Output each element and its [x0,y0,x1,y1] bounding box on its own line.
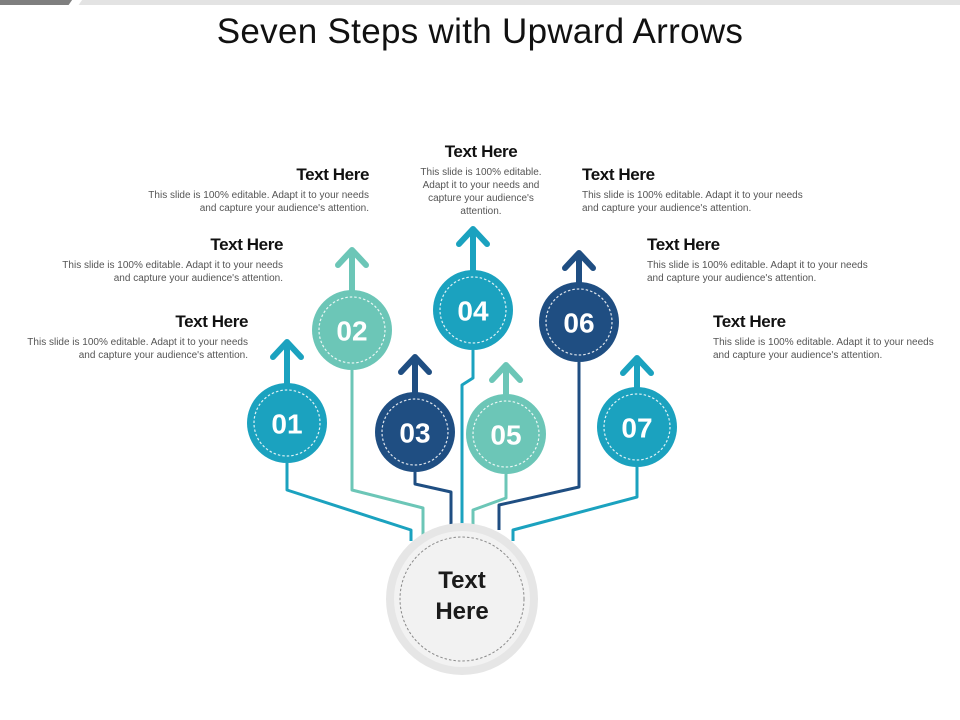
callout-step-06: Text Here This slide is 100% editable. A… [647,235,887,285]
callout-step-02: Text Here This slide is 100% editable. A… [43,235,283,285]
step-node-06: 06 [539,282,619,362]
step-node-07: 07 [597,387,677,467]
callout-step-03: Text Here This slide is 100% editable. A… [129,165,369,215]
step-circle [312,290,392,370]
callout-body: This slide is 100% editable. Adapt it to… [420,167,542,217]
step-number: 02 [336,316,367,347]
callout-heading: Text Here [582,165,655,184]
step-node-01: 01 [247,383,327,463]
step-number: 05 [490,420,521,451]
step-dashed-ring [381,398,449,466]
step-number: 07 [621,413,652,444]
arrow-up-icon [270,339,304,360]
callout-step-05: Text Here This slide is 100% editable. A… [582,165,822,215]
callout-step-07: Text Here This slide is 100% editable. A… [713,312,953,362]
step-number: 04 [457,296,489,327]
connector-line [350,370,425,535]
step-node-04: 04 [433,270,513,350]
arrow-up-icon [489,362,523,383]
step-dashed-ring [472,400,540,468]
step-node-03: 03 [375,392,455,472]
arrow-up-icon [335,247,369,268]
step-node-02: 02 [312,290,392,370]
callout-heading: Text Here [175,312,248,331]
callout-body: This slide is 100% editable. Adapt it to… [582,190,803,214]
step-circle [466,394,546,474]
callout-step-01: Text Here This slide is 100% editable. A… [8,312,248,362]
connector-line [471,474,508,526]
step-dashed-ring [545,288,613,356]
connector-line [285,463,413,541]
connector-line [497,362,581,530]
step-circle [375,392,455,472]
hub-inner-circle [394,531,530,667]
step-dashed-ring [253,389,321,457]
connector-line [511,467,639,541]
slide-title: Seven Steps with Upward Arrows [216,12,744,51]
callout-body: This slide is 100% editable. Adapt it to… [713,337,934,361]
step-node-05: 05 [466,394,546,474]
callout-body: This slide is 100% editable. Adapt it to… [148,190,369,214]
arrow-up-icon [456,226,490,247]
callout-body: This slide is 100% editable. Adapt it to… [62,260,283,284]
callout-heading: Text Here [210,235,283,254]
step-circle [433,270,513,350]
callout-heading: Text Here [296,165,369,184]
step-dashed-ring [318,296,386,364]
step-dashed-ring [603,393,671,461]
step-dashed-ring [439,276,507,344]
callout-heading: Text Here [713,312,786,331]
arrow-up-icon [398,354,432,375]
hub-label: Text Here [435,567,489,625]
callout-heading: Text Here [444,142,518,161]
arrow-up-icon [620,355,654,376]
callout-step-04: Text Here This slide is 100% editable. A… [408,142,554,218]
top-rule [0,0,960,5]
step-circle [247,383,327,463]
callout-body: This slide is 100% editable. Adapt it to… [647,260,868,284]
step-number: 03 [399,418,430,449]
step-number: 01 [271,409,302,440]
callout-heading: Text Here [647,235,720,254]
hub-dashed-ring [399,536,525,662]
callout-body: This slide is 100% editable. Adapt it to… [27,337,248,361]
step-circle [539,282,619,362]
step-circle [597,387,677,467]
top-rule-accent [0,0,72,5]
arrow-up-icon [562,250,596,271]
connector-line [413,472,453,528]
step-number: 06 [563,308,594,339]
connector-line [460,350,475,526]
